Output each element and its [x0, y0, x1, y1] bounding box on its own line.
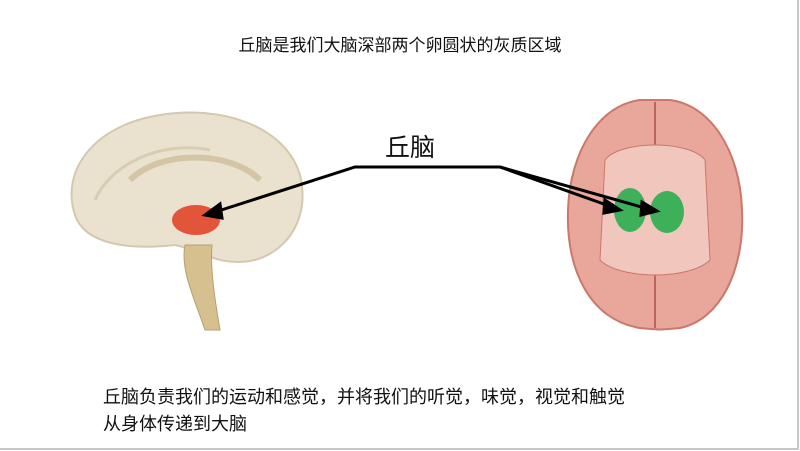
thalamus-left: [614, 188, 646, 232]
description: 丘脑负责我们的运动和感觉，并将我们的听觉，味觉，视觉和触觉 从身体传递到大脑: [103, 384, 625, 438]
side-brain-image: [70, 111, 304, 331]
description-line-2: 从身体传递到大脑: [103, 414, 247, 435]
description-line-1: 丘脑负责我们的运动和感觉，并将我们的听觉，味觉，视觉和触觉: [103, 387, 625, 408]
slide-title: 丘脑是我们大脑深部两个卵圆状的灰质区域: [238, 36, 562, 56]
pointer-lines: [201, 165, 661, 220]
thalamus-right: [650, 191, 684, 233]
top-brain-image: [566, 99, 744, 331]
thalamus-label: 丘脑: [385, 133, 436, 162]
